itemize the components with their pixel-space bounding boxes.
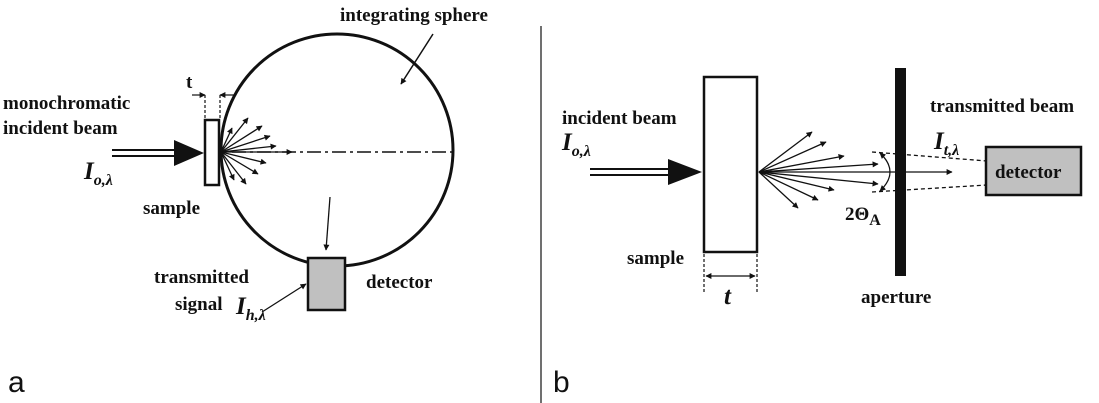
label-sample-a: sample (143, 198, 200, 219)
acceptance-cone (871, 151, 988, 193)
label-incident-beam-b: incident beam (562, 108, 677, 129)
angle-arc (879, 152, 891, 192)
integrating-sphere-circle (219, 32, 455, 268)
label-thickness-b: t (724, 283, 732, 310)
incident-beam-arrow (112, 140, 204, 166)
label-angle: 2ΘA (845, 204, 881, 229)
panel-letter-a: a (8, 366, 25, 399)
thickness-dimension-b (703, 254, 758, 292)
symbol-incident-a: Io,λ (83, 158, 113, 189)
label-thickness-a: t (186, 72, 193, 93)
thickness-dimension (192, 92, 234, 118)
scattered-rays (220, 117, 293, 185)
label-sample-b: sample (627, 248, 684, 269)
symbol-incident-b: Io,λ (561, 129, 591, 160)
detector-box-b (984, 145, 1083, 197)
panel-letter-b: b (553, 366, 570, 399)
label-signal: signal (175, 294, 223, 315)
detector-ray (323, 196, 331, 251)
sample-block (702, 75, 759, 254)
scattered-rays-b (758, 131, 953, 209)
sample-slab (203, 118, 221, 187)
label-transmitted: transmitted (154, 267, 249, 288)
label-integrating-sphere: integrating sphere (340, 5, 488, 26)
label-detector-a: detector (366, 272, 433, 293)
symbol-transmitted-b: It,λ (933, 128, 959, 159)
label-transmitted-beam: transmitted beam (930, 96, 1074, 117)
aperture-bar (895, 68, 906, 276)
panel-b: incident beam Io,λ sample t transmitted … (553, 68, 1083, 399)
symbol-transmitted-a: Ih,λ (235, 293, 266, 324)
sphere-label-leader (400, 33, 434, 85)
incident-beam-arrow-b (590, 159, 702, 185)
panel-a: integrating sphere t monochromatic incid… (3, 5, 488, 399)
label-incident-beam-a: incident beam (3, 118, 118, 139)
label-detector-b: detector (995, 162, 1062, 183)
transmitted-signal-leader (261, 283, 307, 313)
detector-box-a (306, 256, 347, 312)
label-monochromatic: monochromatic (3, 93, 130, 114)
label-aperture: aperture (861, 287, 931, 308)
